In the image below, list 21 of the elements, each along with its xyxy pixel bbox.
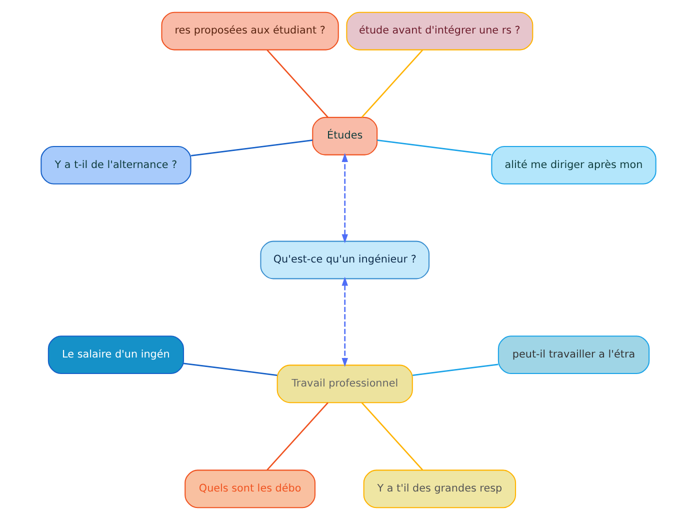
node-box: res proposées aux étudiant ? (160, 12, 338, 50)
connector (360, 50, 423, 118)
connector (266, 402, 328, 470)
node-box: Travail professionnel (276, 364, 412, 404)
connector (266, 50, 328, 118)
connector (376, 140, 491, 156)
node-box: Le salaire d'un ingén (47, 336, 184, 374)
connector (412, 364, 498, 376)
node-box: Qu'est-ce qu'un ingénieur ? (260, 240, 430, 280)
node-box: Y a t-il de l'alternance ? (40, 146, 191, 184)
arrow (341, 153, 348, 244)
connector (182, 362, 277, 376)
node-box: alité me diriger après mon (490, 146, 656, 184)
node-box: étude avant d'intégrer une rs ? (346, 12, 533, 50)
node-box: Y a t'il des grandes resp (362, 470, 516, 508)
connector (360, 402, 423, 470)
node-box: peut-il travailler a l'étra (497, 336, 650, 374)
arrow (341, 276, 348, 367)
node-box: Études (312, 116, 378, 156)
node-box: Quels sont les débo (184, 470, 315, 508)
connector (190, 140, 312, 156)
